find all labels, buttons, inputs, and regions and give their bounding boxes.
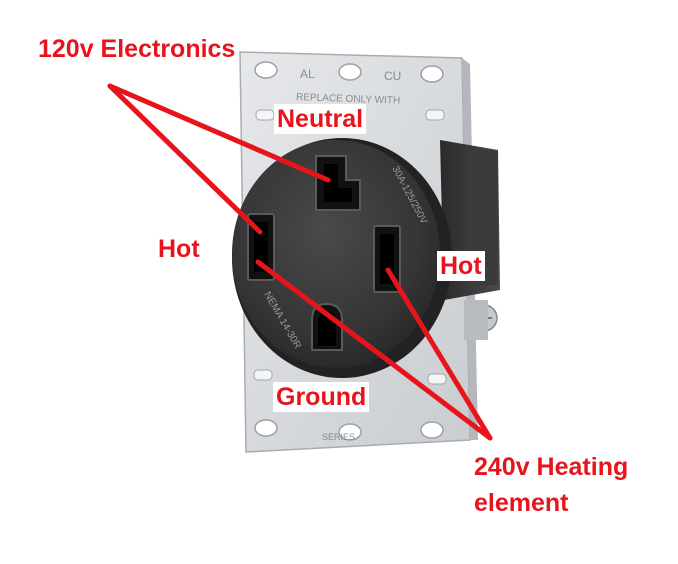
al-marking: AL [300, 67, 315, 81]
hot-left-label: Hot [158, 235, 200, 263]
line-electronics-to-hot [107, 83, 263, 235]
line-heating-to-right-hot [385, 267, 493, 441]
bottom-marking: SERIES [322, 432, 355, 442]
annotation-lines [107, 83, 493, 441]
replace-only-marking: REPLACE ONLY WITH [296, 92, 400, 107]
hot-right-label: Hot [437, 251, 485, 281]
line-electronics-to-neutral [107, 83, 331, 183]
heating-label-line1: 240v Heating [474, 453, 629, 481]
heating-label-line2: element [474, 489, 569, 517]
line-heating-to-left-hot [255, 259, 493, 441]
electronics-label: 120v Electronics [38, 35, 236, 63]
neutral-label: Neutral [274, 104, 367, 134]
ground-label: Ground [273, 382, 370, 412]
receptacle-face: 30A-125/250V NEMA 14-30R [232, 138, 452, 378]
cu-marking: CU [384, 69, 401, 83]
